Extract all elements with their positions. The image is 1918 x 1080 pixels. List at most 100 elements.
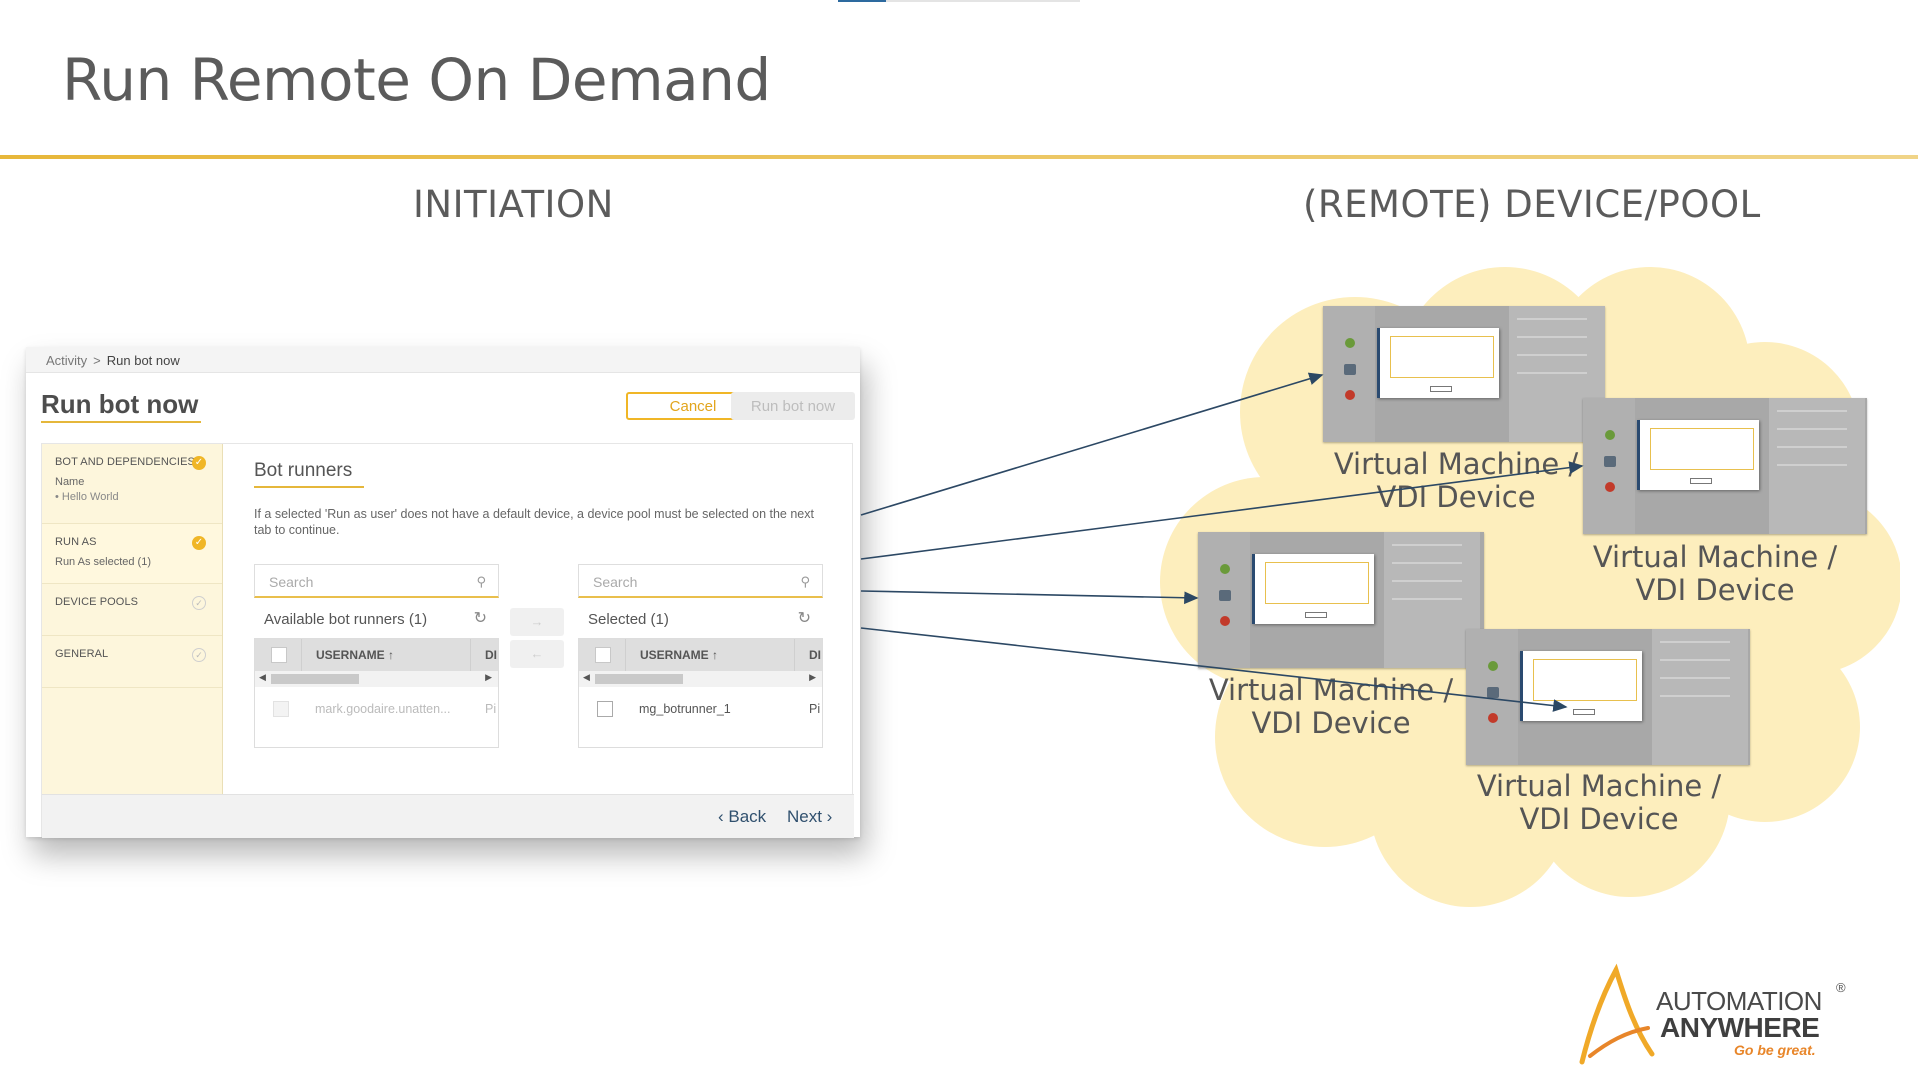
scrollbar-thumb[interactable] xyxy=(271,674,359,684)
available-search-input[interactable]: Search ⚲ xyxy=(254,564,499,598)
column-device[interactable]: DI xyxy=(485,648,497,662)
automation-anywhere-logo: AUTOMATION ® ANYWHERE Go be great. xyxy=(1578,962,1868,1067)
step-general[interactable]: GENERAL ✓ xyxy=(42,636,222,688)
row-checkbox[interactable] xyxy=(273,701,289,717)
title-divider xyxy=(0,155,1918,159)
arrow-to-vm-3 xyxy=(860,590,1199,605)
vm-label-line2: VDI Device xyxy=(1251,706,1411,740)
step-label: RUN AS xyxy=(55,536,97,548)
column-username[interactable]: USERNAME ↑ xyxy=(625,639,795,671)
step-label: DEVICE POOLS xyxy=(55,596,139,608)
logo-line1: AUTOMATION xyxy=(1656,986,1822,1016)
breadcrumb-activity[interactable]: Activity xyxy=(46,353,88,368)
row-device: Pi xyxy=(485,702,497,716)
horizontal-scrollbar[interactable]: ◀ ▶ xyxy=(255,671,498,687)
run-bot-now-button[interactable]: Run bot now xyxy=(731,392,855,420)
vm-label-line1: Virtual Machine / xyxy=(1592,540,1838,574)
selected-header: Selected (1) ↻ xyxy=(578,598,823,638)
vm-label-line2: VDI Device xyxy=(1376,480,1536,514)
row-username: mg_botrunner_1 xyxy=(639,702,731,716)
wizard-footer: ‹ Back Next › xyxy=(42,794,854,838)
step-run-as[interactable]: RUN AS ✓ Run As selected (1) xyxy=(42,524,222,584)
logo-registered: ® xyxy=(1836,980,1846,995)
select-all-checkbox[interactable] xyxy=(271,647,287,663)
table-header: USERNAME ↑ DI xyxy=(579,639,822,671)
step-device-pools[interactable]: DEVICE POOLS ✓ xyxy=(42,584,222,636)
vm-label-4: Virtual Machine / VDI Device xyxy=(1449,770,1749,836)
step-detail: • Hello World xyxy=(55,491,119,503)
check-icon: ✓ xyxy=(192,596,206,610)
scroll-left-icon[interactable]: ◀ xyxy=(583,672,590,682)
section-title: Bot runners xyxy=(254,460,353,481)
table-row[interactable]: mark.goodaire.unatten... Pi xyxy=(255,687,498,727)
vm-screenshot-2 xyxy=(1583,398,1867,534)
logo-line2: ANYWHERE xyxy=(1660,1012,1820,1043)
search-placeholder: Search xyxy=(269,574,314,590)
table-row[interactable]: mg_botrunner_1 Pi xyxy=(579,687,822,727)
section-underline xyxy=(254,486,364,488)
refresh-icon[interactable]: ↻ xyxy=(797,610,811,627)
logo-a-mark-icon xyxy=(1579,963,1655,1065)
horizontal-scrollbar[interactable]: ◀ ▶ xyxy=(579,671,822,687)
scroll-right-icon[interactable]: ▶ xyxy=(809,672,816,682)
step-label: GENERAL xyxy=(55,648,109,660)
selected-table: USERNAME ↑ DI ◀ ▶ mg_botrunner_1 Pi xyxy=(578,638,823,748)
bot-runners-section: Bot runners If a selected 'Run as user' … xyxy=(224,444,854,794)
scroll-right-icon[interactable]: ▶ xyxy=(485,672,492,682)
move-left-button[interactable]: ← xyxy=(510,640,564,668)
check-icon: ✓ xyxy=(192,456,206,470)
vm-screenshot-3 xyxy=(1198,532,1484,668)
selected-bot-runners-pane: Search ⚲ Selected (1) ↻ USERNAME ↑ DI ◀ xyxy=(578,564,823,748)
column-device[interactable]: DI xyxy=(809,648,821,662)
section-description: If a selected 'Run as user' does not hav… xyxy=(254,507,814,537)
title-underline xyxy=(41,421,201,423)
back-button[interactable]: ‹ Back xyxy=(718,807,767,826)
move-right-button[interactable]: → xyxy=(510,608,564,636)
selected-search-input[interactable]: Search ⚲ xyxy=(578,564,823,598)
row-checkbox[interactable] xyxy=(597,701,613,717)
step-detail: Name xyxy=(55,476,85,488)
vm-label-1: Virtual Machine / VDI Device xyxy=(1306,448,1606,514)
vm-label-3: Virtual Machine / VDI Device xyxy=(1181,674,1481,740)
slide-progress-indicator xyxy=(838,0,1080,2)
initiation-heading: INITIATION xyxy=(413,183,614,226)
step-bot-and-dependencies[interactable]: BOT AND DEPENDENCIES ✓ Name • Hello Worl… xyxy=(42,444,222,524)
vm-screenshot-4 xyxy=(1466,629,1750,765)
slide-title: Run Remote On Demand xyxy=(62,46,771,114)
vm-screenshot-1 xyxy=(1323,306,1605,442)
vm-label-line2: VDI Device xyxy=(1635,573,1795,607)
breadcrumb: Activity > Run bot now xyxy=(26,347,860,373)
row-device: Pi xyxy=(809,702,821,716)
vm-label-2: Virtual Machine / VDI Device xyxy=(1565,541,1865,607)
scroll-left-icon[interactable]: ◀ xyxy=(259,672,266,682)
step-label: BOT AND DEPENDENCIES xyxy=(55,456,195,468)
available-bot-runners-pane: Search ⚲ Available bot runners (1) ↻ USE… xyxy=(254,564,499,748)
vm-label-line1: Virtual Machine / xyxy=(1476,769,1722,803)
remote-device-heading: (REMOTE) DEVICE/POOL xyxy=(1303,183,1761,226)
table-header: USERNAME ↑ DI xyxy=(255,639,498,671)
column-username[interactable]: USERNAME ↑ xyxy=(301,639,471,671)
check-icon: ✓ xyxy=(192,648,206,662)
selected-count-label: Selected (1) xyxy=(588,611,669,628)
next-button[interactable]: Next › xyxy=(787,807,833,826)
refresh-icon[interactable]: ↻ xyxy=(473,610,487,627)
check-icon: ✓ xyxy=(192,536,206,550)
vm-label-line2: VDI Device xyxy=(1519,802,1679,836)
breadcrumb-separator: > xyxy=(93,353,101,368)
page-title: Run bot now xyxy=(41,389,199,419)
vm-label-line1: Virtual Machine / xyxy=(1208,673,1454,707)
wizard-steps: BOT AND DEPENDENCIES ✓ Name • Hello Worl… xyxy=(42,444,223,838)
row-username: mark.goodaire.unatten... xyxy=(315,702,451,716)
available-table: USERNAME ↑ DI ◀ ▶ mark.goodaire.unatten.… xyxy=(254,638,499,748)
logo-tagline: Go be great. xyxy=(1734,1042,1816,1058)
search-icon: ⚲ xyxy=(800,574,810,589)
search-placeholder: Search xyxy=(593,574,638,590)
available-count-label: Available bot runners (1) xyxy=(264,611,428,628)
breadcrumb-current: Run bot now xyxy=(106,353,180,368)
search-icon: ⚲ xyxy=(476,574,486,589)
run-bot-now-window: Activity>Run bot now Run bot now Cancel … xyxy=(26,347,860,838)
step-detail: Run As selected (1) xyxy=(55,556,151,568)
vm-label-line1: Virtual Machine / xyxy=(1333,447,1579,481)
scrollbar-thumb[interactable] xyxy=(595,674,683,684)
select-all-checkbox[interactable] xyxy=(595,647,611,663)
